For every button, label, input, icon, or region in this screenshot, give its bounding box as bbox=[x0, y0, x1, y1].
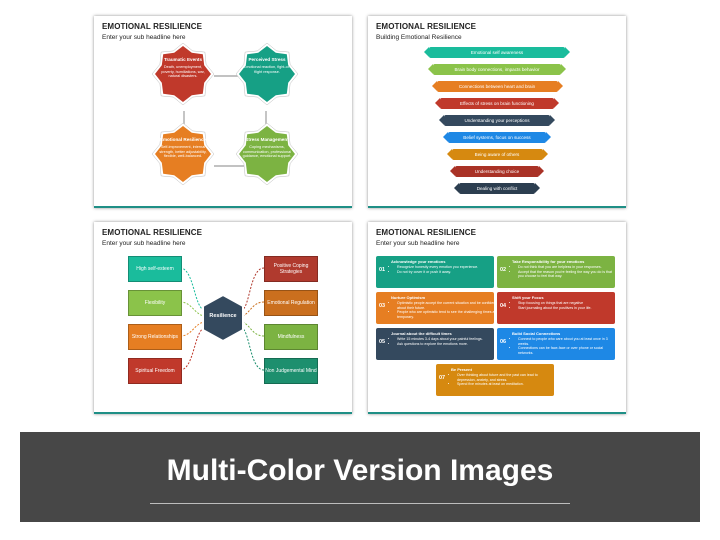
right-trait-box: Emotional Regulation bbox=[264, 290, 318, 316]
tip-point: Optimistic people accept the current sit… bbox=[397, 301, 497, 310]
tip-point: Connections can be face-face or over pho… bbox=[518, 346, 618, 355]
slide-title: EMOTIONAL RESILIENCE bbox=[376, 22, 477, 31]
tip-number: 06 bbox=[500, 339, 507, 345]
slide-subtitle: Enter your sub headline here bbox=[376, 240, 460, 247]
tip-number: 03 bbox=[379, 303, 386, 309]
funnel-bar: Being aware of others bbox=[446, 149, 548, 160]
node-description: Self-improvement, internal strength, bet… bbox=[159, 145, 207, 159]
bottom-accent-bar bbox=[94, 206, 352, 208]
funnel-bar: Emotional self awareness bbox=[424, 47, 570, 58]
node-description: Coping mechanisms, communication, profes… bbox=[242, 145, 292, 159]
resilience-hexagon: Resilience bbox=[202, 294, 244, 342]
tip-title: Shift your Focus bbox=[512, 295, 544, 300]
funnel-bar: Belief systems, focus on success bbox=[442, 132, 551, 143]
tip-point: Stop focusing on things that are negativ… bbox=[518, 301, 618, 306]
tip-number: 02 bbox=[500, 267, 507, 273]
slide-thumbnail-2[interactable]: EMOTIONAL RESILIENCE Building Emotional … bbox=[368, 16, 626, 208]
left-trait-box: Spiritual Freedom bbox=[128, 358, 182, 384]
hexagon-label: Resilience bbox=[209, 313, 237, 319]
slide-subtitle: Enter your sub headline here bbox=[102, 34, 186, 41]
right-trait-box: Positive Coping Strategies bbox=[264, 256, 318, 282]
bottom-accent-bar bbox=[94, 412, 352, 414]
node-heading: Perceived Stress bbox=[248, 57, 286, 62]
tip-points: Recognize honestly every emotion you exp… bbox=[389, 265, 497, 274]
bottom-accent-bar bbox=[368, 206, 626, 208]
slide-title: EMOTIONAL RESILIENCE bbox=[376, 228, 477, 237]
funnel-bar: Connections between heart and brain bbox=[431, 81, 563, 92]
node-heading: Emotional Resilience bbox=[159, 137, 207, 142]
banner-divider bbox=[150, 503, 570, 504]
tip-card: 05 Journal about the difficult timesWrite… bbox=[376, 328, 494, 360]
funnel-bar: Effects of stress on brain functioning bbox=[435, 98, 559, 109]
tip-point: Recognize honestly every emotion you exp… bbox=[397, 265, 497, 270]
tip-point: Spend five minutes at least on meditatio… bbox=[457, 382, 557, 387]
tip-number: 04 bbox=[500, 303, 507, 309]
tip-points: Over thinking about future and the past … bbox=[449, 373, 557, 387]
tip-point: Ask questions to explore the emotions mo… bbox=[397, 342, 497, 347]
section-banner: Multi-Color Version Images bbox=[20, 432, 700, 522]
tip-card: 04 Shift your FocusStop focusing on thing… bbox=[497, 292, 615, 324]
tip-point: Accept that the reason you're feeling th… bbox=[518, 270, 618, 279]
tip-card: 03 Nurture OptimismOptimistic people acce… bbox=[376, 292, 497, 324]
left-trait-box: Flexibility bbox=[128, 290, 182, 316]
tip-point: Do not think that you are helpless in yo… bbox=[518, 265, 618, 270]
funnel-bar: Understanding your perceptions bbox=[439, 115, 555, 126]
slide-title: EMOTIONAL RESILIENCE bbox=[102, 228, 203, 237]
tip-title: Journal about the difficult times bbox=[391, 331, 452, 336]
tip-number: 07 bbox=[439, 375, 446, 381]
tip-point: Do not try cover it or push it away. bbox=[397, 270, 497, 275]
right-trait-box: Non Judgemental Mind bbox=[264, 358, 318, 384]
tip-points: Connect to people who care about you at … bbox=[510, 337, 618, 356]
slide-title: EMOTIONAL RESILIENCE bbox=[102, 22, 203, 31]
tip-title: Build Social Connections bbox=[512, 331, 561, 336]
tip-point: Write 15 minutes 3-4 days about your pai… bbox=[397, 337, 497, 342]
tip-point: Connect to people who care about you at … bbox=[518, 337, 618, 346]
bottom-accent-bar bbox=[368, 412, 626, 414]
node-heading: Traumatic Events bbox=[163, 57, 203, 62]
node-description: Death, unemployment, poverty, humiliatio… bbox=[161, 65, 205, 79]
slide-thumbnail-3[interactable]: EMOTIONAL RESILIENCE Enter your sub head… bbox=[94, 222, 352, 414]
tip-card: 02 Take Responsibility for your emotionsD… bbox=[497, 256, 615, 288]
tip-points: Do not think that you are helpless in yo… bbox=[510, 265, 618, 279]
slide-subtitle: Enter your sub headline here bbox=[102, 240, 186, 247]
tip-point: Over thinking about future and the past … bbox=[457, 373, 557, 382]
tip-points: Optimistic people accept the current sit… bbox=[389, 301, 497, 320]
node-description: Emotional reaction, fight-or-flight resp… bbox=[243, 65, 291, 74]
tip-title: Nurture Optimism bbox=[391, 295, 426, 300]
funnel-bar: Dealing with conflict bbox=[454, 183, 540, 194]
funnel-bar: Understanding choice bbox=[450, 166, 544, 177]
tip-title: Be Present bbox=[451, 367, 472, 372]
banner-title: Multi-Color Version Images bbox=[166, 454, 554, 487]
tip-title: Acknowledge your emotions bbox=[391, 259, 446, 264]
slide-subtitle: Building Emotional Resilience bbox=[376, 34, 462, 41]
tip-points: Write 15 minutes 3-4 days about your pai… bbox=[389, 337, 497, 346]
tip-points: Stop focusing on things that are negativ… bbox=[510, 301, 618, 310]
left-trait-box: High self-esteem bbox=[128, 256, 182, 282]
tip-number: 05 bbox=[379, 339, 386, 345]
node-heading: Stress Management bbox=[245, 137, 289, 142]
tip-card: 06 Build Social ConnectionsConnect to peo… bbox=[497, 328, 615, 360]
tip-point: Start journaling about the positives in … bbox=[518, 306, 618, 311]
right-trait-box: Mindfulness bbox=[264, 324, 318, 350]
tip-title: Take Responsibility for your emotions bbox=[512, 259, 585, 264]
left-trait-box: Strong Relationships bbox=[128, 324, 182, 350]
tip-card: 01 Acknowledge your emotionsRecognize hon… bbox=[376, 256, 494, 288]
cycle-arrows bbox=[183, 75, 267, 167]
tip-card: 07 Be PresentOver thinking about future a… bbox=[436, 364, 554, 396]
slide-thumbnail-1[interactable]: EMOTIONAL RESILIENCE Enter your sub head… bbox=[94, 16, 352, 208]
tip-number: 01 bbox=[379, 267, 386, 273]
slide-thumbnail-4[interactable]: EMOTIONAL RESILIENCE Enter your sub head… bbox=[368, 222, 626, 414]
tip-point: People who are optimistic tend to see th… bbox=[397, 310, 497, 319]
funnel-bar: Brain body connections, impacts behavior bbox=[427, 64, 566, 75]
